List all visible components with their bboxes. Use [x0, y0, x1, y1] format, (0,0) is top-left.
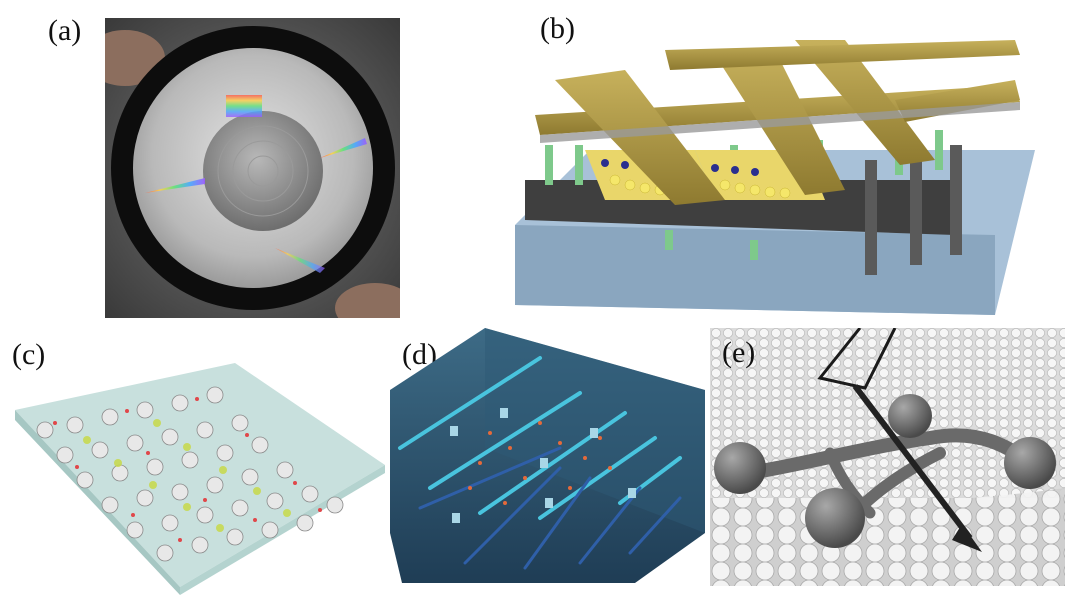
panel-c-fullerene-array — [15, 355, 385, 595]
nanocar-illustration — [710, 328, 1065, 586]
lattice-illustration — [390, 328, 705, 583]
lower-rods — [418, 446, 682, 570]
panel-label-a: (a) — [48, 14, 82, 47]
nanocar-wheels — [714, 394, 1056, 548]
panel-a-lens-photo — [105, 18, 400, 318]
panel-label-e: (e) — [722, 336, 756, 369]
panel-label-c: (c) — [12, 338, 46, 371]
lens-center — [203, 111, 323, 231]
crossbar-illustration — [515, 40, 1035, 315]
nanocar-chassis — [723, 428, 1037, 483]
panel-b-crossbar-device — [515, 40, 1035, 320]
lens-illustration — [105, 18, 400, 318]
panel-e-nanocar — [710, 328, 1065, 586]
fullerene-illustration — [15, 363, 385, 595]
panel-d-lattice-box — [390, 328, 705, 583]
trajectory-arrow — [852, 384, 973, 540]
panel-label-b: (b) — [540, 12, 575, 45]
